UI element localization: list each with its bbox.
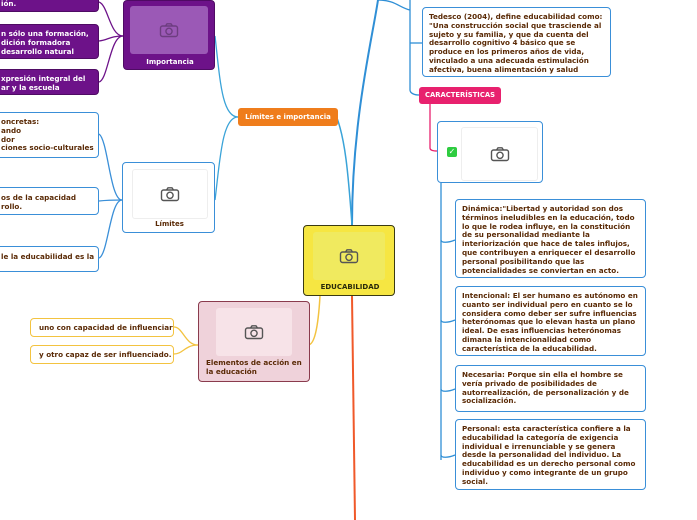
elementos-node[interactable]: Elementos de acción en la educación	[198, 301, 310, 382]
elementos-item-1[interactable]: uno con capacidad de influenciar	[30, 318, 174, 337]
elementos-label: Elementos de acción en la educación	[206, 358, 302, 376]
caracteristica-intencional[interactable]: Intencional: El ser humano es autónomo e…	[455, 286, 646, 356]
importancia-label: Importancia	[146, 58, 194, 66]
importancia-node[interactable]: Importancia	[123, 0, 215, 70]
elementos-image	[216, 308, 292, 356]
caracteristicas-image-node[interactable]: ✓	[437, 121, 543, 183]
center-node-educabilidad[interactable]: EDUCABILIDAD	[303, 225, 395, 296]
limites-label: Límites	[155, 220, 184, 228]
checkmark-icon: ✓	[447, 147, 457, 157]
caracteristicas-image	[461, 127, 538, 181]
center-label: EDUCABILIDAD	[320, 283, 380, 291]
caracteristicas-node[interactable]: CARACTERÍSTICAS	[419, 87, 501, 104]
importancia-image	[130, 6, 208, 54]
camera-icon	[160, 186, 180, 202]
camera-icon	[244, 324, 264, 340]
camera-icon	[159, 22, 179, 38]
caracteristica-dinamica[interactable]: Dinámica:"Libertad y autoridad son dos t…	[455, 199, 646, 278]
center-image	[313, 232, 385, 280]
camera-icon	[339, 248, 359, 264]
limites-item-3[interactable]: le la educabilidad es la	[0, 246, 99, 272]
caracteristica-personal[interactable]: Personal: esta característica confiere a…	[455, 419, 646, 490]
caracteristica-necesaria[interactable]: Necesaria: Porque sin ella el hombre se …	[455, 365, 646, 412]
limites-image	[132, 169, 208, 219]
tedesco-definition[interactable]: Tedesco (2004), define educabilidad como…	[422, 7, 611, 77]
limites-item-1[interactable]: oncretas: ando dor ciones socio-cultural…	[0, 112, 99, 158]
limites-importancia-node[interactable]: Límites e importancia	[238, 108, 338, 126]
importancia-item-3[interactable]: xpresión integral del ar y la escuela	[0, 69, 99, 95]
importancia-item-1[interactable]: ión.	[0, 0, 99, 12]
camera-icon	[490, 146, 510, 162]
elementos-item-2[interactable]: y otro capaz de ser influenciado.	[30, 345, 174, 364]
limites-node[interactable]: Límites	[122, 162, 215, 233]
importancia-item-2[interactable]: n sólo una formación, dición formadora d…	[0, 24, 99, 59]
limites-item-2[interactable]: os de la capacidad rollo.	[0, 187, 99, 215]
